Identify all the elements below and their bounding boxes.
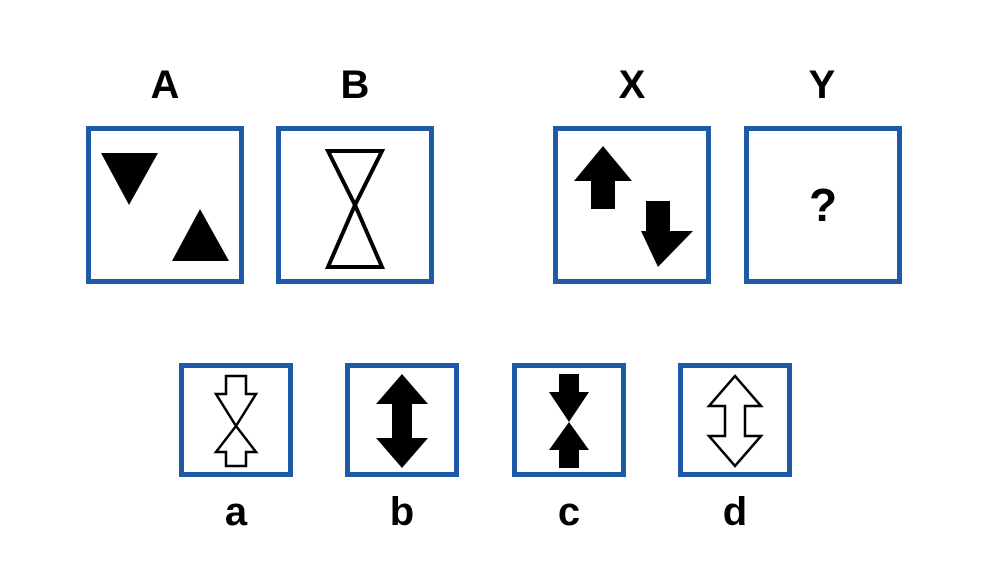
box-Y: ? [744, 126, 902, 284]
option-label-b: b [389, 490, 415, 534]
option-a[interactable] [179, 363, 293, 477]
outline-arrows-meeting-icon [213, 374, 259, 468]
outline-double-arrow-icon [706, 374, 764, 468]
label-X: X [618, 63, 646, 107]
box-B [276, 126, 434, 284]
option-label-a: a [224, 490, 248, 534]
option-label-c: c [557, 490, 581, 534]
option-d[interactable] [678, 363, 792, 477]
label-Y: Y [808, 63, 836, 107]
up-down-solid-arrows-icon [574, 146, 693, 267]
label-A: A [150, 63, 180, 107]
box-A [86, 126, 244, 284]
solid-arrows-meeting-icon [549, 374, 589, 468]
solid-double-arrow-icon [376, 374, 428, 468]
option-label-d: d [722, 490, 748, 534]
option-b[interactable] [345, 363, 459, 477]
box-X [553, 126, 711, 284]
label-B: B [340, 63, 370, 107]
option-c[interactable] [512, 363, 626, 477]
two-solid-triangles-icon [101, 153, 229, 261]
unknown-answer: ? [808, 179, 838, 231]
hourglass-outline-icon [324, 149, 386, 269]
